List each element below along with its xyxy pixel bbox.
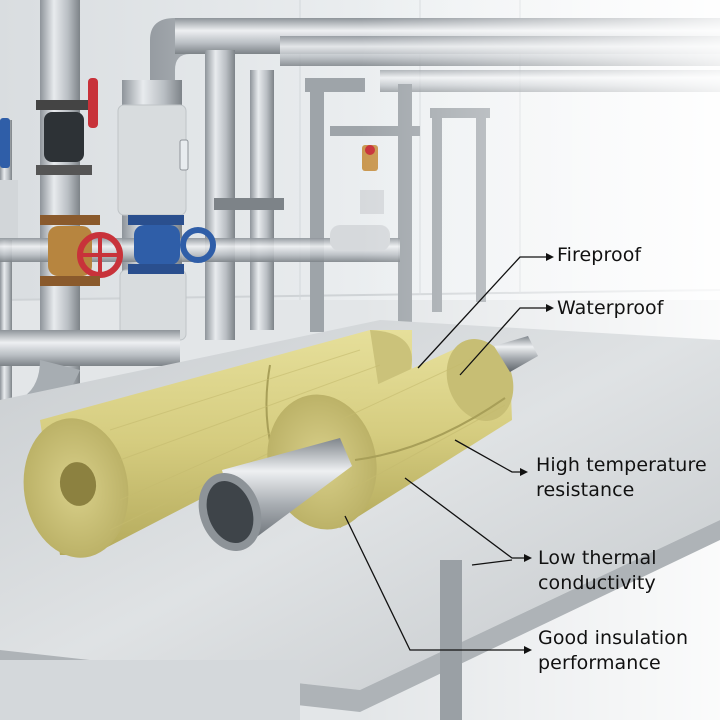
label-good-insulation-line1: Good insulation	[538, 627, 689, 649]
label-low-thermal-line1: Low thermal	[538, 547, 657, 569]
label-fireproof-text: Fireproof	[557, 244, 642, 266]
insulation-pipe-left	[23, 330, 412, 558]
label-fireproof: Fireproof	[557, 243, 641, 268]
label-waterproof-text: Waterproof	[557, 297, 664, 319]
label-high-temperature: High temperature resistance	[536, 453, 707, 503]
insulation-pipe-right	[198, 336, 538, 551]
label-high-temperature-line1: High temperature	[536, 454, 707, 476]
label-high-temperature-line2: resistance	[536, 479, 635, 501]
label-good-insulation: Good insulation performance	[538, 626, 688, 676]
leader-lines	[344, 253, 554, 654]
label-waterproof: Waterproof	[557, 296, 664, 321]
label-low-thermal-line2: conductivity	[538, 572, 656, 594]
label-good-insulation-line2: performance	[538, 652, 661, 674]
label-low-thermal: Low thermal conductivity	[538, 546, 657, 596]
